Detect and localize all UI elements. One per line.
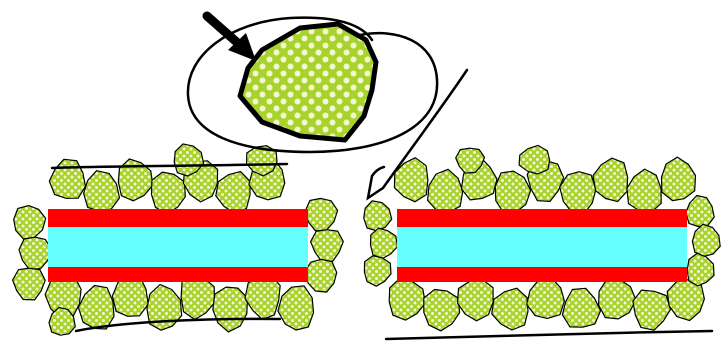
pellet (304, 259, 336, 292)
pellet (633, 290, 671, 330)
pellet (311, 230, 344, 261)
pellet (278, 286, 314, 330)
pellet (519, 145, 550, 174)
pellet (305, 198, 338, 231)
right-assembly (364, 70, 721, 339)
pellet (13, 268, 46, 300)
magnified-pellet (240, 24, 376, 140)
pellet (527, 278, 565, 319)
pellet (562, 288, 600, 327)
pellet (84, 171, 120, 212)
pellet (78, 286, 114, 330)
outer-layer-top (48, 209, 308, 227)
pellet (152, 172, 186, 214)
outer-layer-bottom (397, 267, 687, 282)
pellet (492, 288, 528, 330)
left-assembly (13, 144, 344, 335)
pellet (19, 237, 52, 269)
pellet (389, 278, 425, 320)
pellet (49, 159, 85, 198)
pellet (686, 196, 714, 227)
pellet (216, 172, 250, 214)
outer-layer-bottom (48, 267, 308, 282)
pellet (458, 279, 494, 321)
pellet (364, 256, 391, 286)
ink-stroke-bottom (386, 331, 712, 339)
pellet (560, 172, 596, 214)
inner-core (397, 227, 687, 267)
outer-layer-top (397, 209, 687, 227)
pellet (364, 201, 392, 231)
inner-core (48, 227, 308, 267)
pellet (662, 157, 696, 201)
pellet (692, 224, 720, 256)
pellet (147, 285, 182, 331)
pellet (213, 287, 248, 332)
pellet (599, 280, 636, 319)
pellet (371, 228, 398, 258)
pellet (14, 206, 46, 240)
pellet (687, 253, 714, 286)
magnified-pellet-callout (188, 16, 437, 152)
pellet (495, 171, 530, 213)
pellet (428, 169, 463, 212)
pellet (424, 290, 460, 331)
pellet (593, 158, 628, 202)
pellet (627, 169, 661, 212)
